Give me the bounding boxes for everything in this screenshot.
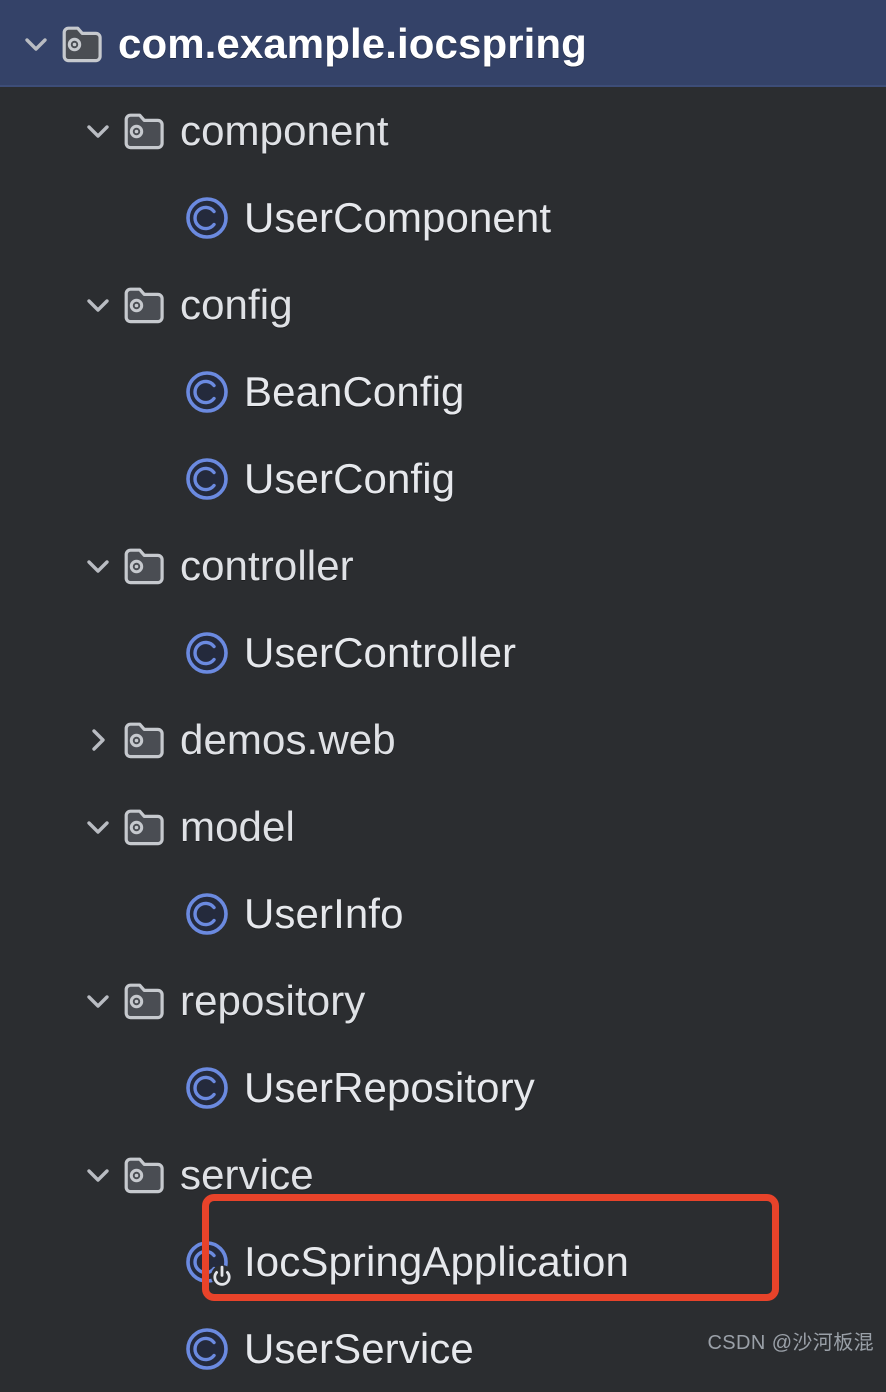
folder-package-icon bbox=[122, 109, 166, 153]
tree-row-userservice[interactable]: UserService bbox=[0, 1305, 886, 1392]
folder-package-icon bbox=[60, 22, 104, 66]
chevron-down-icon[interactable] bbox=[12, 20, 60, 68]
tree-indent-spacer bbox=[0, 304, 74, 305]
chevron-down-icon[interactable] bbox=[74, 977, 122, 1025]
tree-row-beanconfig[interactable]: BeanConfig bbox=[0, 348, 886, 435]
tree-indent-spacer bbox=[0, 1087, 136, 1088]
chevron-down-icon[interactable] bbox=[74, 1151, 122, 1199]
tree-row-label: repository bbox=[180, 976, 366, 1024]
tree-row-label: UserInfo bbox=[244, 889, 404, 937]
tree-indent-spacer bbox=[0, 43, 12, 44]
class-icon bbox=[184, 369, 230, 415]
chevron-down-icon[interactable] bbox=[74, 281, 122, 329]
tree-row-label: IocSpringApplication bbox=[244, 1237, 629, 1285]
folder-package-icon bbox=[122, 544, 166, 588]
tree-row-label: BeanConfig bbox=[244, 367, 465, 415]
tree-row-userconfig[interactable]: UserConfig bbox=[0, 435, 886, 522]
tree-indent-spacer bbox=[0, 391, 136, 392]
tree-row-config[interactable]: config bbox=[0, 261, 886, 348]
tree-row-userrepository[interactable]: UserRepository bbox=[0, 1044, 886, 1131]
tree-row-usercontroller[interactable]: UserController bbox=[0, 609, 886, 696]
tree-row-label: config bbox=[180, 280, 293, 328]
tree-row-label: UserService bbox=[244, 1324, 474, 1372]
folder-package-icon bbox=[122, 1153, 166, 1197]
tree-row-controller[interactable]: controller bbox=[0, 522, 886, 609]
tree-row-label: demos.web bbox=[180, 715, 396, 763]
tree-row-label: UserComponent bbox=[244, 193, 552, 241]
class-icon bbox=[184, 1326, 230, 1372]
tree-indent-spacer bbox=[0, 1000, 74, 1001]
tree-indent-spacer bbox=[0, 1174, 74, 1175]
folder-package-icon bbox=[122, 718, 166, 762]
class-runnable-icon bbox=[184, 1239, 233, 1287]
tree-row-label: UserController bbox=[244, 628, 517, 676]
tree-row-component[interactable]: component bbox=[0, 87, 886, 174]
tree-indent-spacer bbox=[0, 1348, 136, 1349]
tree-row-usercomponent[interactable]: UserComponent bbox=[0, 174, 886, 261]
tree-indent-spacer bbox=[0, 217, 136, 218]
csdn-watermark: CSDN @沙河板混 bbox=[707, 1332, 874, 1354]
tree-indent-spacer bbox=[0, 478, 136, 479]
class-icon bbox=[184, 456, 230, 502]
tree-row-label: component bbox=[180, 106, 389, 154]
tree-indent-spacer bbox=[0, 130, 74, 131]
class-icon bbox=[184, 1065, 230, 1111]
tree-row-label: UserConfig bbox=[244, 454, 456, 502]
tree-indent-spacer bbox=[0, 913, 136, 914]
class-icon bbox=[184, 630, 230, 676]
tree-row-repository[interactable]: repository bbox=[0, 957, 886, 1044]
folder-package-icon bbox=[122, 979, 166, 1023]
tree-indent-spacer bbox=[0, 739, 74, 740]
chevron-down-icon[interactable] bbox=[74, 803, 122, 851]
tree-row-com-example-iocspring[interactable]: com.example.iocspring bbox=[0, 0, 886, 87]
tree-row-demos-web[interactable]: demos.web bbox=[0, 696, 886, 783]
tree-row-iocspringapplication[interactable]: IocSpringApplication bbox=[0, 1218, 886, 1305]
tree-indent-spacer bbox=[0, 652, 136, 653]
tree-row-label: com.example.iocspring bbox=[118, 19, 587, 67]
class-icon bbox=[184, 891, 230, 937]
tree-indent-spacer bbox=[0, 1261, 136, 1262]
tree-row-service[interactable]: service bbox=[0, 1131, 886, 1218]
chevron-down-icon[interactable] bbox=[74, 107, 122, 155]
tree-row-label: model bbox=[180, 802, 295, 850]
chevron-right-icon[interactable] bbox=[74, 716, 122, 764]
tree-row-model[interactable]: model bbox=[0, 783, 886, 870]
tree-row-label: UserRepository bbox=[244, 1063, 535, 1111]
folder-package-icon bbox=[122, 805, 166, 849]
tree-row-label: service bbox=[180, 1150, 314, 1198]
tree-row-userinfo[interactable]: UserInfo bbox=[0, 870, 886, 957]
tree-indent-spacer bbox=[0, 826, 74, 827]
class-icon bbox=[184, 195, 230, 241]
tree-row-label: controller bbox=[180, 541, 354, 589]
folder-package-icon bbox=[122, 283, 166, 327]
tree-indent-spacer bbox=[0, 565, 74, 566]
chevron-down-icon[interactable] bbox=[74, 542, 122, 590]
